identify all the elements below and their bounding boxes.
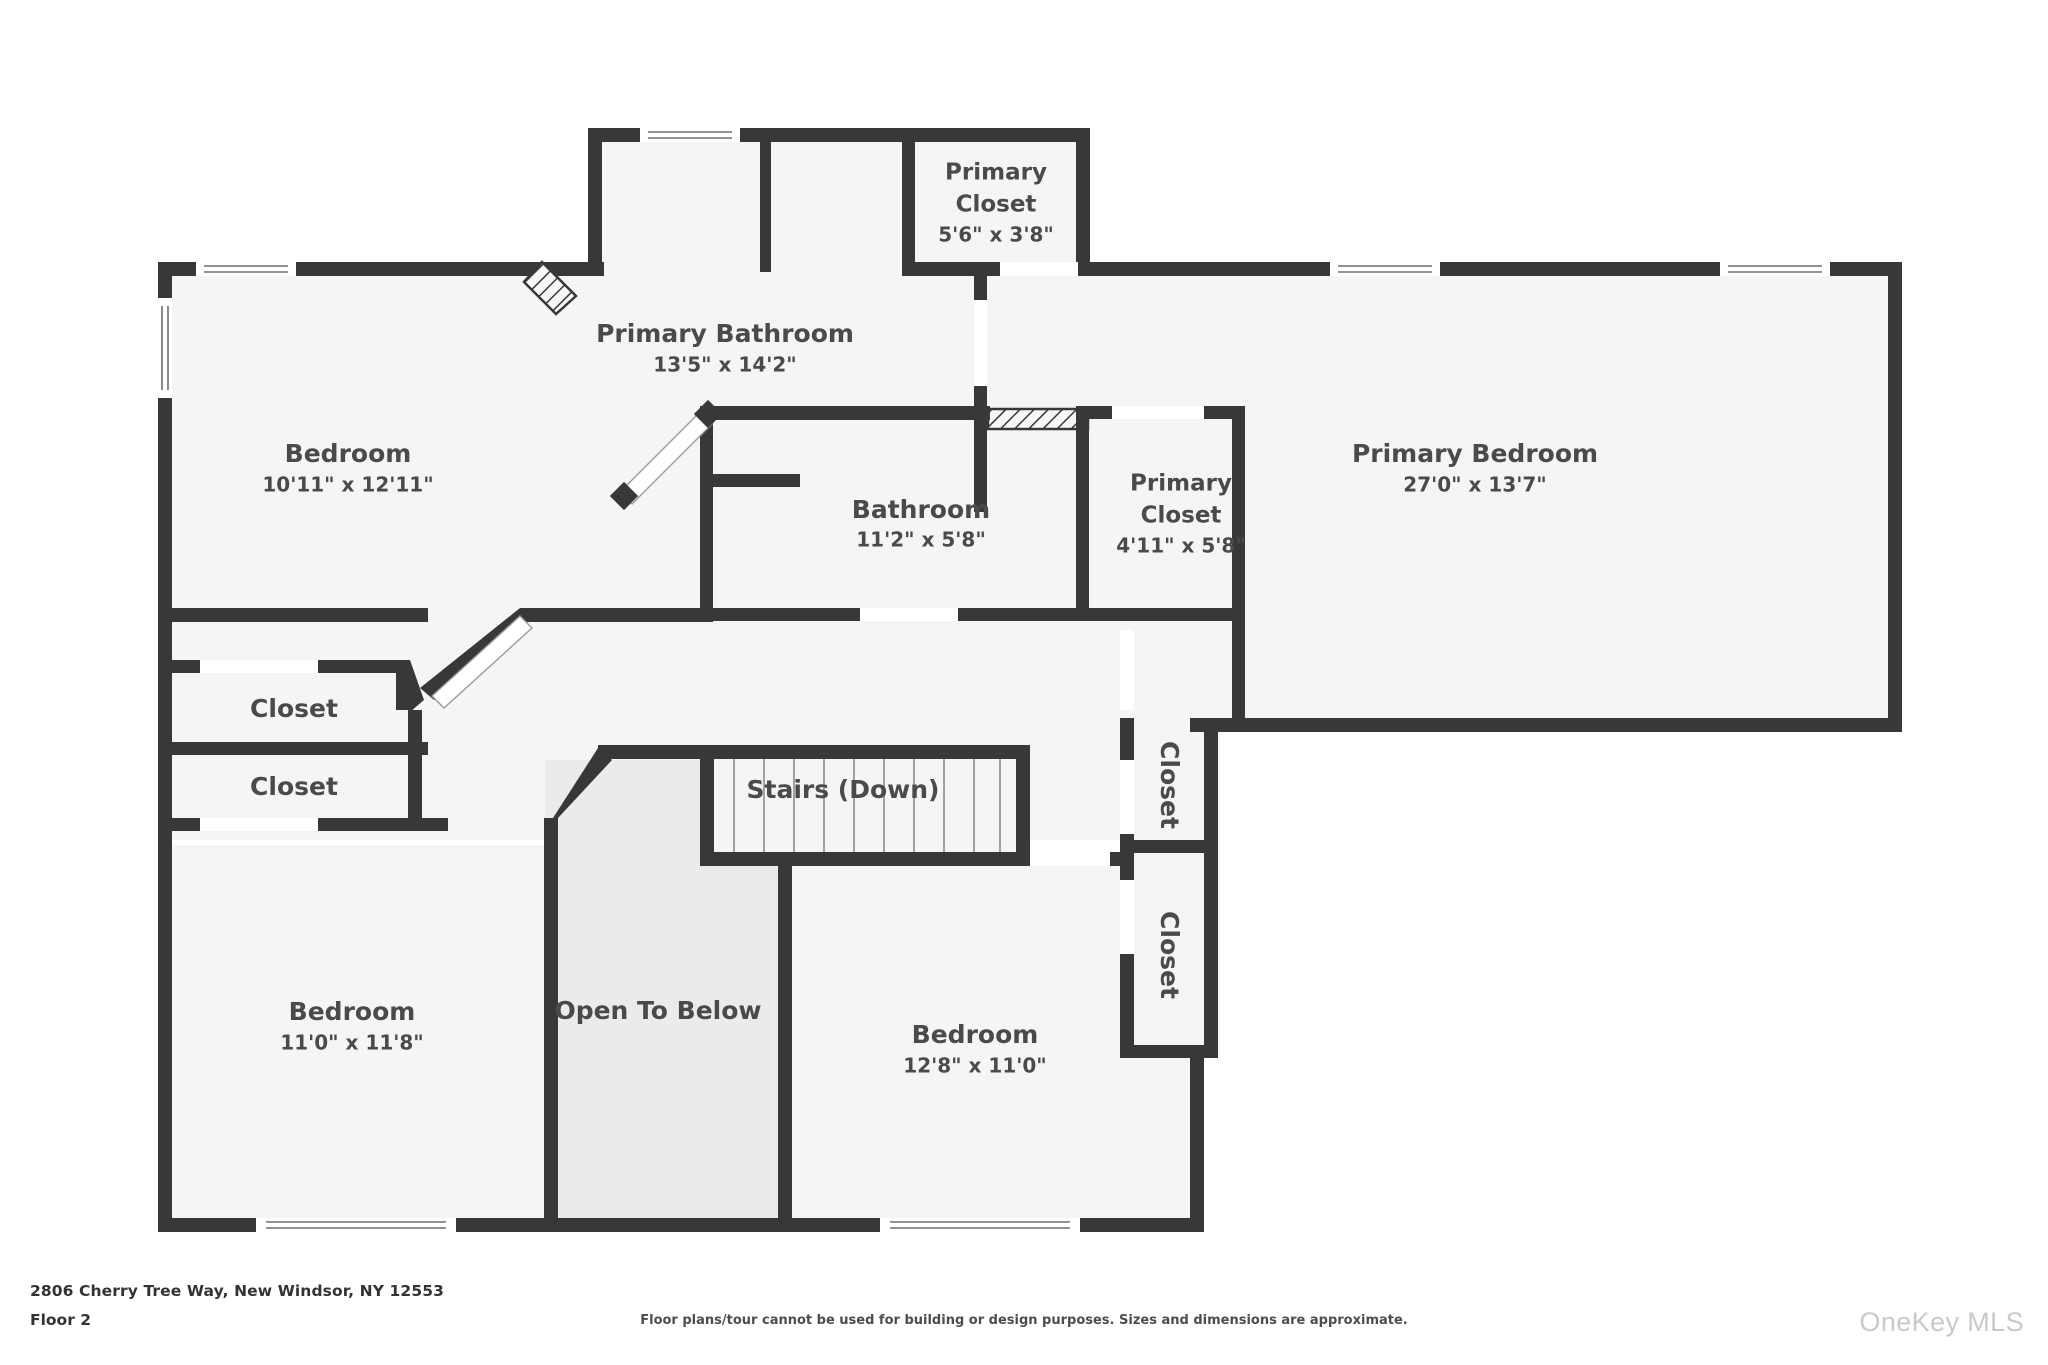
doorway (200, 660, 318, 673)
doorway (1112, 406, 1204, 419)
doorway (1030, 852, 1110, 866)
room-label-primary-closet-mid-line2: Closet (1141, 503, 1222, 529)
room-label-primary-closet-mid-line1: Primary (1130, 471, 1232, 497)
window (640, 128, 740, 142)
floor-label: Floor 2 (30, 1311, 92, 1329)
room-label-primary-bathroom: Primary Bathroom (596, 319, 854, 348)
stair-treads (733, 759, 1001, 852)
room-label-bedroom-lower-right: Bedroom (912, 1020, 1039, 1049)
room-label-bathroom: Bathroom (852, 495, 990, 524)
room-label-primary-closet-top-line1: Primary (945, 160, 1047, 186)
doorway (200, 818, 318, 831)
threshold-hatch-1 (986, 407, 1090, 431)
room-dim-bedroom-lower-right: 12'8" x 11'0" (903, 1054, 1046, 1078)
window (880, 1218, 1080, 1232)
window (196, 262, 296, 276)
room-label-primary-bedroom: Primary Bedroom (1352, 439, 1598, 468)
room-dim-primary-bathroom: 13'5" x 14'2" (653, 353, 796, 377)
room-label-bedroom-upper-left: Bedroom (285, 439, 412, 468)
threshold-hatch-2 (522, 260, 578, 316)
window (1330, 262, 1440, 276)
room-label-closet-right-lower: Closet (1155, 911, 1184, 999)
room-label-closet-left-upper: Closet (250, 694, 338, 723)
doorway (1120, 880, 1134, 954)
doorway (1120, 630, 1134, 710)
room-labels: Primary Closet 5'6" x 3'8" Primary Bathr… (250, 160, 1598, 1078)
doorway (860, 608, 958, 621)
room-label-bedroom-lower-left: Bedroom (289, 997, 416, 1026)
property-address: 2806 Cherry Tree Way, New Windsor, NY 12… (30, 1282, 444, 1300)
doorway (1000, 262, 1078, 276)
room-dim-bedroom-upper-left: 10'11" x 12'11" (262, 473, 433, 497)
room-dim-primary-bedroom: 27'0" x 13'7" (1403, 473, 1546, 497)
room-dim-primary-closet-mid: 4'11" x 5'8" (1116, 534, 1246, 558)
doorway (974, 300, 987, 386)
room-label-closet-left-lower: Closet (250, 772, 338, 801)
room-dim-primary-closet-top: 5'6" x 3'8" (938, 223, 1054, 247)
windows (158, 128, 1830, 1232)
door-leaf (430, 615, 534, 709)
disclaimer-text: Floor plans/tour cannot be used for buil… (640, 1313, 1408, 1328)
doorway (1120, 760, 1134, 834)
room-label-open-to-below: Open To Below (554, 996, 761, 1025)
room-label-closet-right-upper: Closet (1155, 741, 1184, 829)
window (256, 1218, 456, 1232)
room-dim-bathroom: 11'2" x 5'8" (856, 528, 986, 552)
door-leafs (430, 260, 723, 709)
door-openings (200, 262, 1204, 954)
room-label-primary-closet-top-line2: Closet (956, 192, 1037, 218)
window (158, 298, 172, 398)
room-dim-bedroom-lower-left: 11'0" x 11'8" (280, 1031, 423, 1055)
window (1720, 262, 1830, 276)
room-label-stairs: Stairs (Down) (747, 775, 940, 804)
onekey-mls-watermark: OneKey MLS (1859, 1307, 2024, 1337)
